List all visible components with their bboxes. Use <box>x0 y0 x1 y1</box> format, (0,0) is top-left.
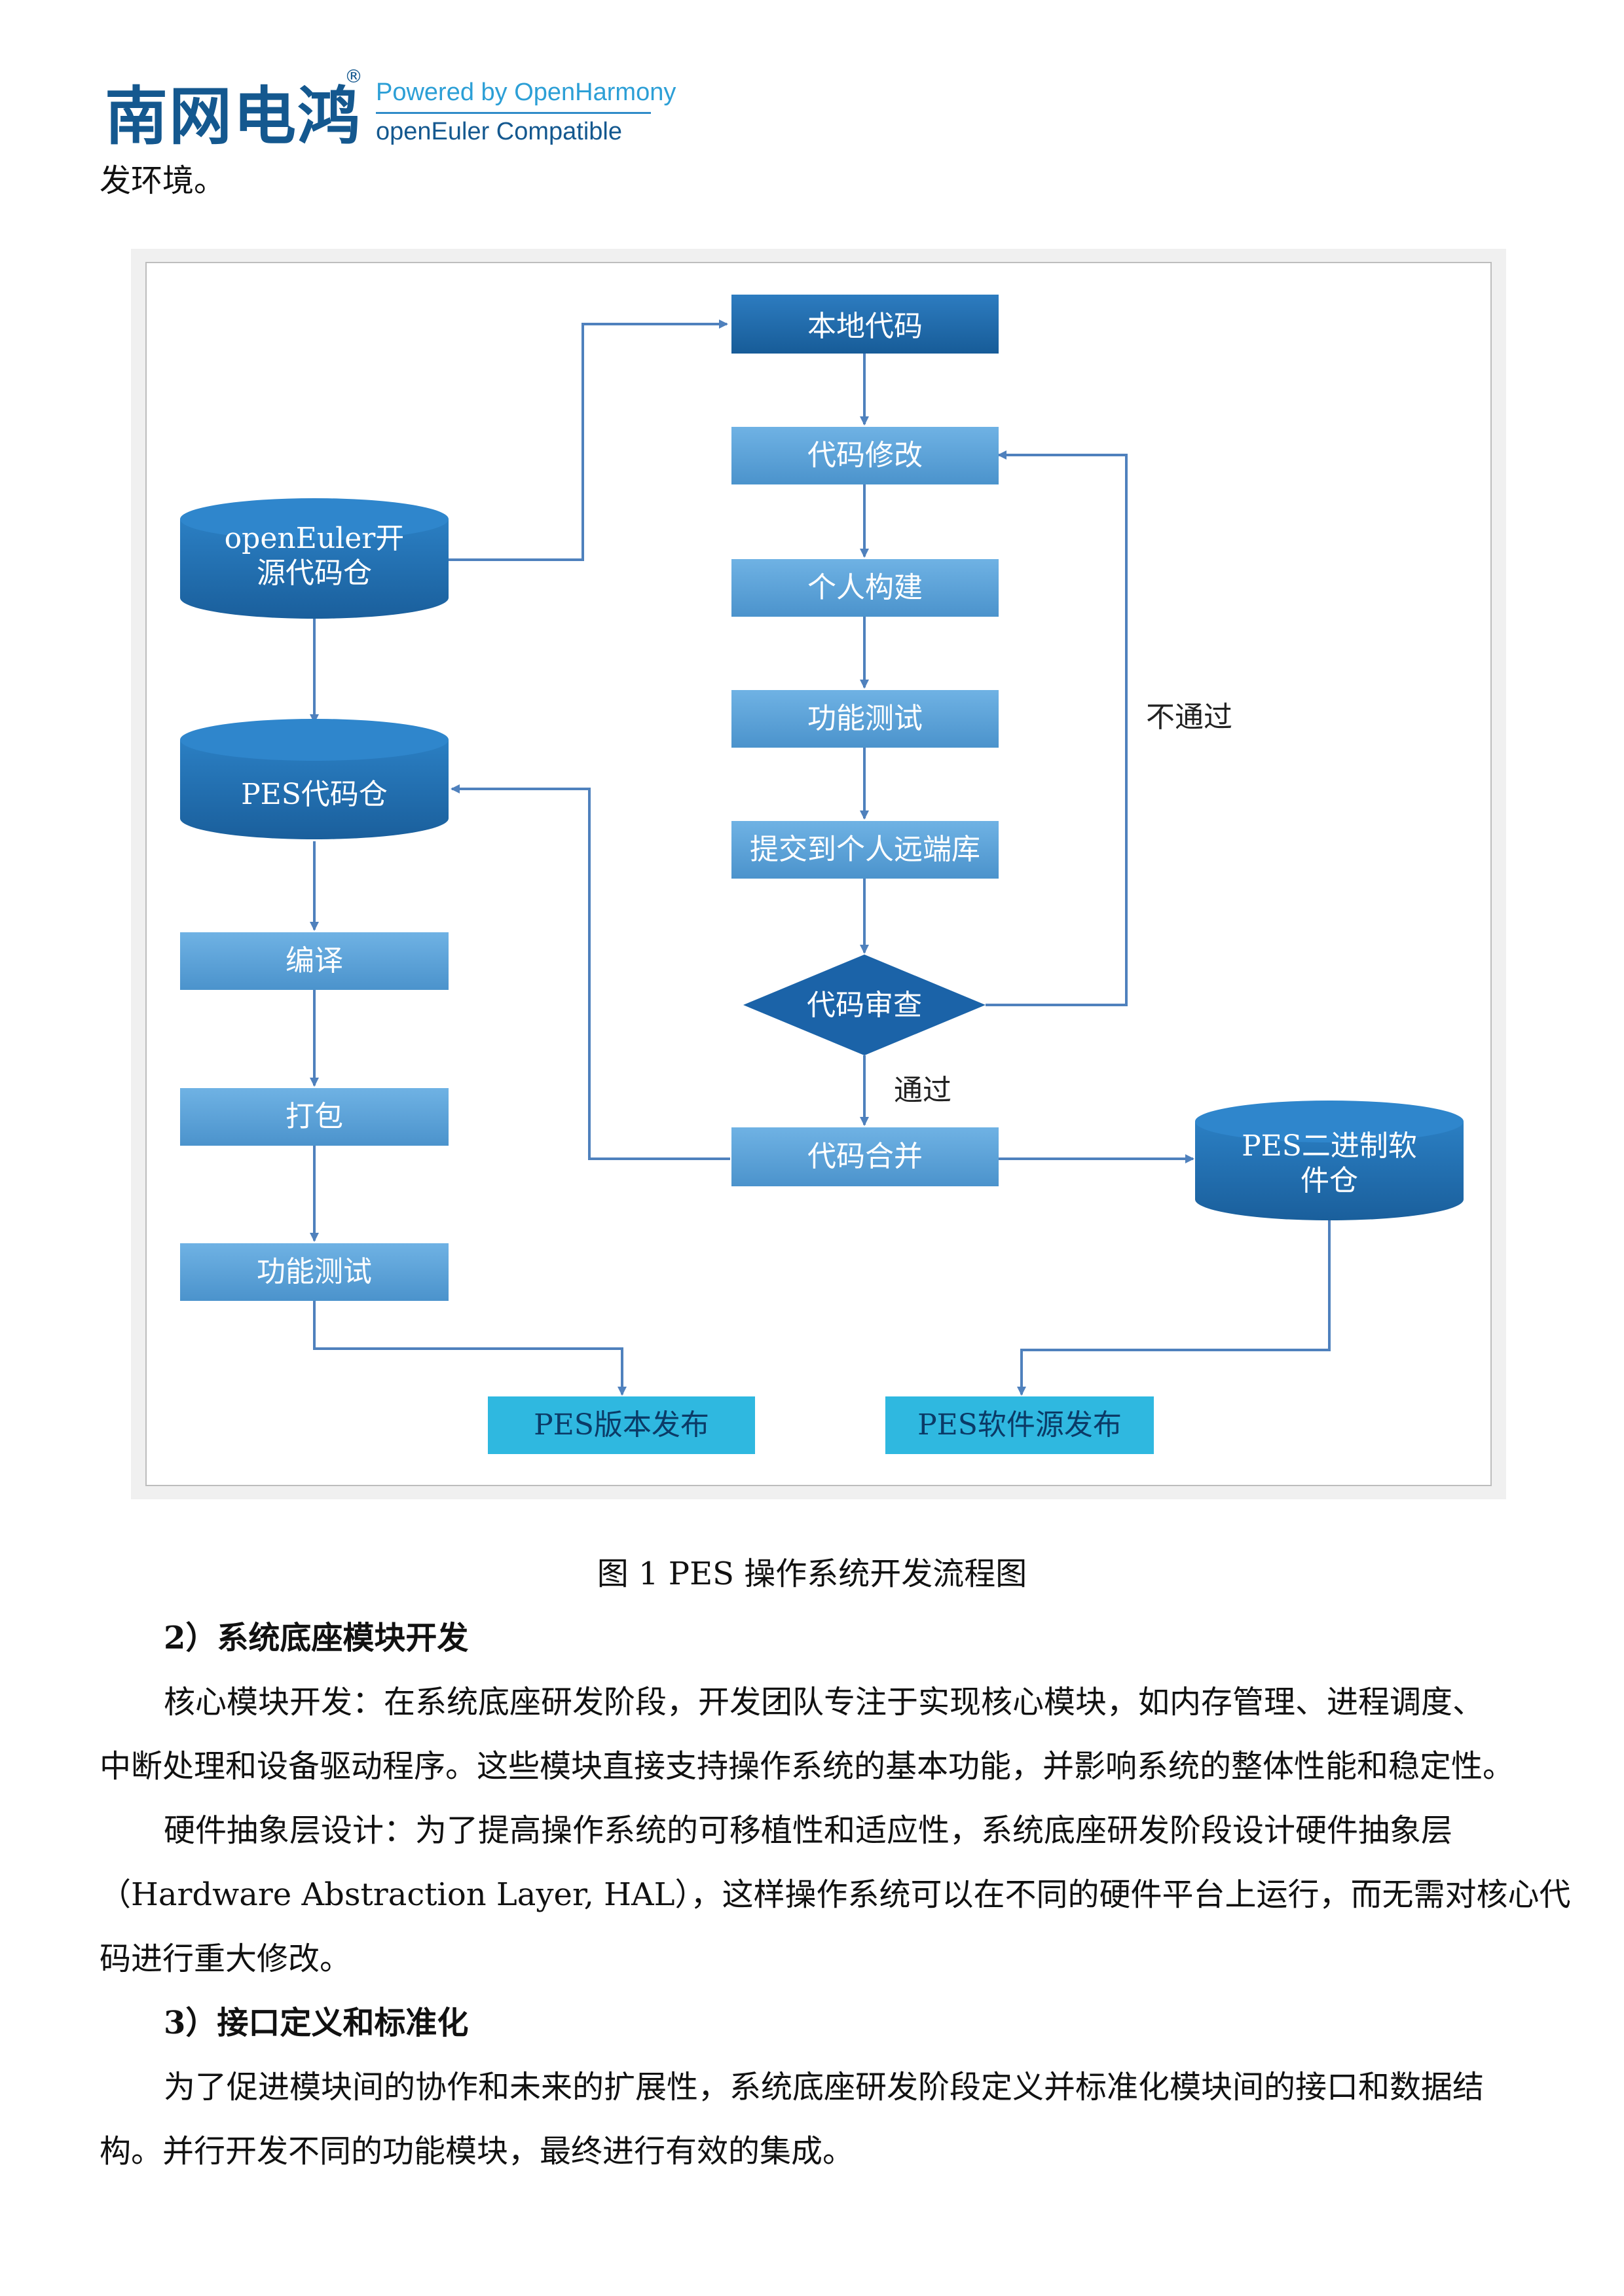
node-code-merge <box>731 1127 999 1186</box>
node-personal-build <box>731 559 999 617</box>
logo-divider <box>376 112 651 114</box>
label-pass: 通过 <box>894 1074 951 1107</box>
node-compile <box>180 932 449 990</box>
node-pes-binary-label-1: PES二进制软 <box>1242 1129 1417 1163</box>
node-openeuler-repo <box>180 498 449 619</box>
node-code-review <box>743 955 986 1055</box>
node-pes-binary-label-2: 件仓 <box>1301 1164 1358 1197</box>
node-pes-binary-repo <box>1195 1101 1464 1220</box>
node-submit-remote-label: 提交到个人远端库 <box>750 833 980 866</box>
node-func-test-left-label: 功能测试 <box>257 1255 372 1288</box>
node-func-test-left <box>180 1243 449 1301</box>
node-compile-label: 编译 <box>286 944 343 977</box>
section2-p2-line1: 硬件抽象层设计：为了提高操作系统的可移植性和适应性，系统底座研发阶段设计硬件抽象… <box>164 1812 1453 1849</box>
node-package-label: 打包 <box>286 1100 343 1133</box>
registered-mark: ® <box>344 65 363 87</box>
section3-p1-line2: 构。并行开发不同的功能模块，最终进行有效的集成。 <box>100 2133 855 2170</box>
node-code-modify <box>731 427 999 484</box>
section2-p1-line1: 核心模块开发：在系统底座研发阶段，开发团队专注于实现核心模块，如内存管理、进程调… <box>164 1684 1485 1721</box>
arrow-merge-to-pes-repo <box>451 784 730 1160</box>
section2-p2-line2: （Hardware Abstraction Layer, HAL），这样操作系统… <box>100 1876 1571 1913</box>
node-pes-release-label: PES版本发布 <box>534 1408 709 1442</box>
node-func-test-right-label: 功能测试 <box>807 702 923 735</box>
node-code-modify-label: 代码修改 <box>807 439 923 472</box>
intro-fragment: 发环境。 <box>100 162 226 199</box>
node-pes-repo <box>180 719 449 839</box>
arrow-review-not-pass <box>986 450 1128 1006</box>
node-pes-soft-release-label: PES软件源发布 <box>917 1408 1122 1442</box>
section2-p2-line3: 码进行重大修改。 <box>100 1941 352 1977</box>
arrow-test-to-release <box>313 1301 627 1396</box>
pes-flowchart: 本地代码 代码修改 个人构建 功能测试 提交到个人远端库 代码审查 代码合并 不… <box>180 295 1464 1454</box>
section2-heading: 2）系统底座模块开发 <box>164 1620 469 1656</box>
node-pes-release <box>488 1396 755 1454</box>
powered-by-text: Powered by OpenHarmony <box>376 79 676 106</box>
arrow-binary-to-soft-release <box>1017 1219 1331 1396</box>
node-package <box>180 1088 449 1146</box>
figure-caption: 图 1 PES 操作系统开发流程图 <box>597 1556 1027 1592</box>
node-openeuler-repo-label-1: openEuler开 <box>225 522 405 555</box>
section3-p1-line1: 为了促进模块间的协作和未来的扩展性，系统底座研发阶段定义并标准化模块间的接口和数… <box>164 2069 1485 2105</box>
node-local-code-label: 本地代码 <box>807 310 923 343</box>
node-code-merge-label: 代码合并 <box>807 1140 923 1173</box>
node-pes-repo-label: PES代码仓 <box>241 778 388 811</box>
section3-heading: 3）接口定义和标准化 <box>164 2005 469 2041</box>
connectors <box>310 319 1331 1396</box>
arrow-repo-to-local <box>449 319 728 561</box>
node-func-test-right <box>731 690 999 748</box>
node-code-review-label: 代码审查 <box>807 989 922 1022</box>
label-not-pass: 不通过 <box>1146 701 1232 734</box>
compatible-text: openEuler Compatible <box>376 118 623 145</box>
node-submit-remote <box>731 821 999 879</box>
node-local-code <box>731 295 999 354</box>
node-pes-soft-release <box>885 1396 1154 1454</box>
node-openeuler-repo-label-2: 源代码仓 <box>257 556 372 590</box>
brand-name: 南网电鸿 <box>105 80 361 153</box>
section2-p1-line2: 中断处理和设备驱动程序。这些模块直接支持操作系统的基本功能，并影响系统的整体性能… <box>100 1748 1515 1785</box>
node-personal-build-label: 个人构建 <box>807 571 923 604</box>
